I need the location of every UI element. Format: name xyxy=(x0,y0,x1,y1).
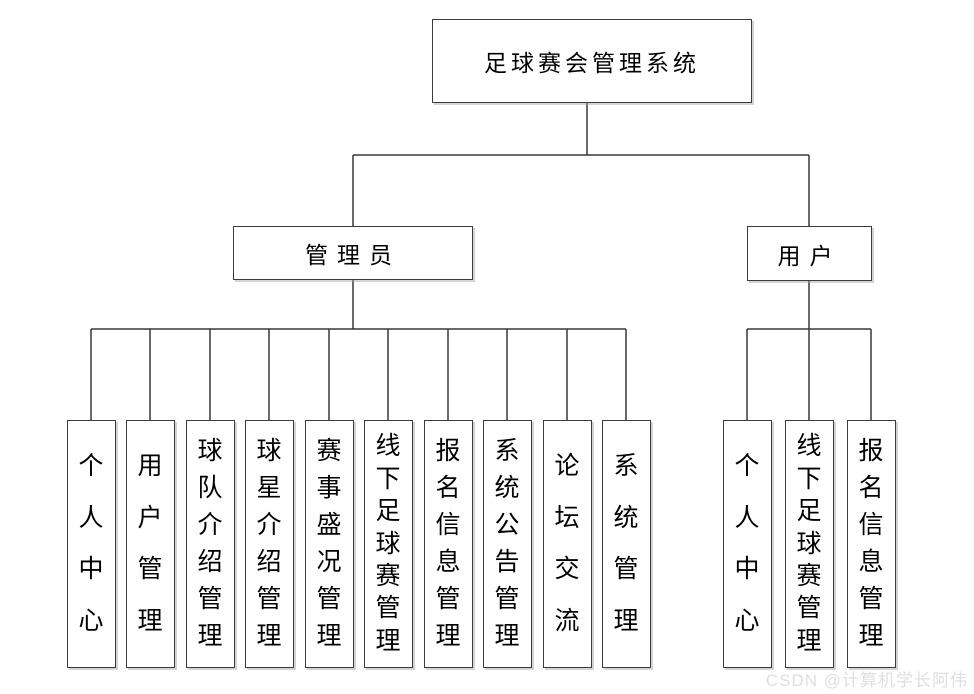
leaf-node-char: 管 xyxy=(858,585,884,613)
leaf-node-char: 管 xyxy=(494,585,520,613)
leaf-node-char: 下 xyxy=(796,464,822,493)
leaf-node-char: 人 xyxy=(734,503,760,532)
leaf-node-char: 管 xyxy=(137,555,163,584)
leaf-node-char: 管 xyxy=(256,585,282,613)
leaf-node-char: 理 xyxy=(613,607,639,636)
leaf-node-char: 心 xyxy=(78,607,104,636)
leaf-node-char: 管 xyxy=(375,594,401,623)
leaf-node-char: 理 xyxy=(256,622,282,650)
leaf-node-char: 队 xyxy=(197,474,223,502)
leaf-node-char: 理 xyxy=(316,622,342,650)
leaf-node-char: 星 xyxy=(256,474,282,502)
leaf-node-char: 赛 xyxy=(796,561,822,590)
branch-node-user: 用户 xyxy=(747,226,872,281)
leaf-node-char: 理 xyxy=(137,607,163,636)
root-node: 足球赛会管理系统 xyxy=(432,19,752,103)
leaf-node-char: 球 xyxy=(256,437,282,465)
leaf-node-char: 理 xyxy=(435,622,461,650)
leaf-node-admin-7: 系统公告管理 xyxy=(482,420,532,668)
leaf-node-char: 息 xyxy=(435,548,461,576)
leaf-node-char: 交 xyxy=(554,555,580,584)
leaf-node-char: 中 xyxy=(734,555,760,584)
leaf-node-char: 息 xyxy=(858,548,884,576)
leaf-node-char: 理 xyxy=(197,622,223,650)
leaf-node-char: 报 xyxy=(858,437,884,465)
leaf-node-admin-8: 论坛交流 xyxy=(542,420,592,668)
leaf-node-char: 个 xyxy=(78,451,104,480)
leaf-node-char: 管 xyxy=(316,585,342,613)
leaf-node-char: 盛 xyxy=(316,511,342,539)
leaf-node-char: 个 xyxy=(734,451,760,480)
leaf-node-char: 管 xyxy=(613,555,639,584)
leaf-node-admin-0: 个人中心 xyxy=(66,420,116,668)
leaf-node-char: 告 xyxy=(494,548,520,576)
leaf-node-char: 下 xyxy=(375,464,401,493)
leaf-node-admin-1: 用户管理 xyxy=(125,420,175,668)
leaf-node-char: 管 xyxy=(796,594,822,623)
leaf-node-char: 球 xyxy=(197,437,223,465)
leaf-node-char: 绍 xyxy=(197,548,223,576)
leaf-node-char: 信 xyxy=(858,511,884,539)
leaf-node-char: 事 xyxy=(316,474,342,502)
leaf-node-char: 流 xyxy=(554,607,580,636)
leaf-node-char: 户 xyxy=(137,503,163,532)
leaf-node-char: 统 xyxy=(494,474,520,502)
leaf-node-char: 理 xyxy=(858,622,884,650)
leaf-node-char: 足 xyxy=(796,497,822,526)
leaf-node-user-0: 个人中心 xyxy=(722,420,772,668)
leaf-node-char: 线 xyxy=(796,432,822,461)
leaf-node-char: 论 xyxy=(554,451,580,480)
leaf-node-char: 用 xyxy=(137,451,163,480)
leaf-node-char: 球 xyxy=(796,529,822,558)
leaf-node-char: 介 xyxy=(197,511,223,539)
leaf-node-char: 信 xyxy=(435,511,461,539)
leaf-node-char: 赛 xyxy=(316,437,342,465)
leaf-node-char: 管 xyxy=(197,585,223,613)
leaf-node-char: 理 xyxy=(796,626,822,655)
leaf-node-char: 足 xyxy=(375,497,401,526)
leaf-node-char: 理 xyxy=(494,622,520,650)
leaf-node-char: 公 xyxy=(494,511,520,539)
leaf-node-admin-6: 报名信息管理 xyxy=(423,420,473,668)
leaf-node-char: 系 xyxy=(613,451,639,480)
leaf-node-char: 球 xyxy=(375,529,401,558)
leaf-node-admin-3: 球星介绍管理 xyxy=(244,420,294,668)
leaf-node-char: 坛 xyxy=(554,503,580,532)
leaf-node-char: 理 xyxy=(375,626,401,655)
leaf-node-char: 系 xyxy=(494,437,520,465)
branch-node-admin: 管理员 xyxy=(233,226,473,280)
leaf-node-char: 赛 xyxy=(375,561,401,590)
leaf-node-char: 心 xyxy=(734,607,760,636)
leaf-node-admin-2: 球队介绍管理 xyxy=(185,420,235,668)
leaf-node-char: 介 xyxy=(256,511,282,539)
leaf-node-user-1: 线下足球赛管理 xyxy=(784,420,834,668)
leaf-node-user-2: 报名信息管理 xyxy=(846,420,896,668)
leaf-node-char: 况 xyxy=(316,548,342,576)
leaf-node-char: 人 xyxy=(78,503,104,532)
watermark: CSDN @计算机学长阿伟 xyxy=(765,671,968,690)
leaf-node-char: 线 xyxy=(375,432,401,461)
leaf-node-char: 统 xyxy=(613,503,639,532)
leaf-node-char: 管 xyxy=(435,585,461,613)
leaf-node-char: 报 xyxy=(435,437,461,465)
leaf-node-char: 中 xyxy=(78,555,104,584)
leaf-node-admin-5: 线下足球赛管理 xyxy=(363,420,413,668)
leaf-node-admin-9: 系统管理 xyxy=(601,420,651,668)
leaf-node-char: 绍 xyxy=(256,548,282,576)
leaf-node-char: 名 xyxy=(858,474,884,502)
leaf-node-char: 名 xyxy=(435,474,461,502)
leaf-node-admin-4: 赛事盛况管理 xyxy=(304,420,354,668)
